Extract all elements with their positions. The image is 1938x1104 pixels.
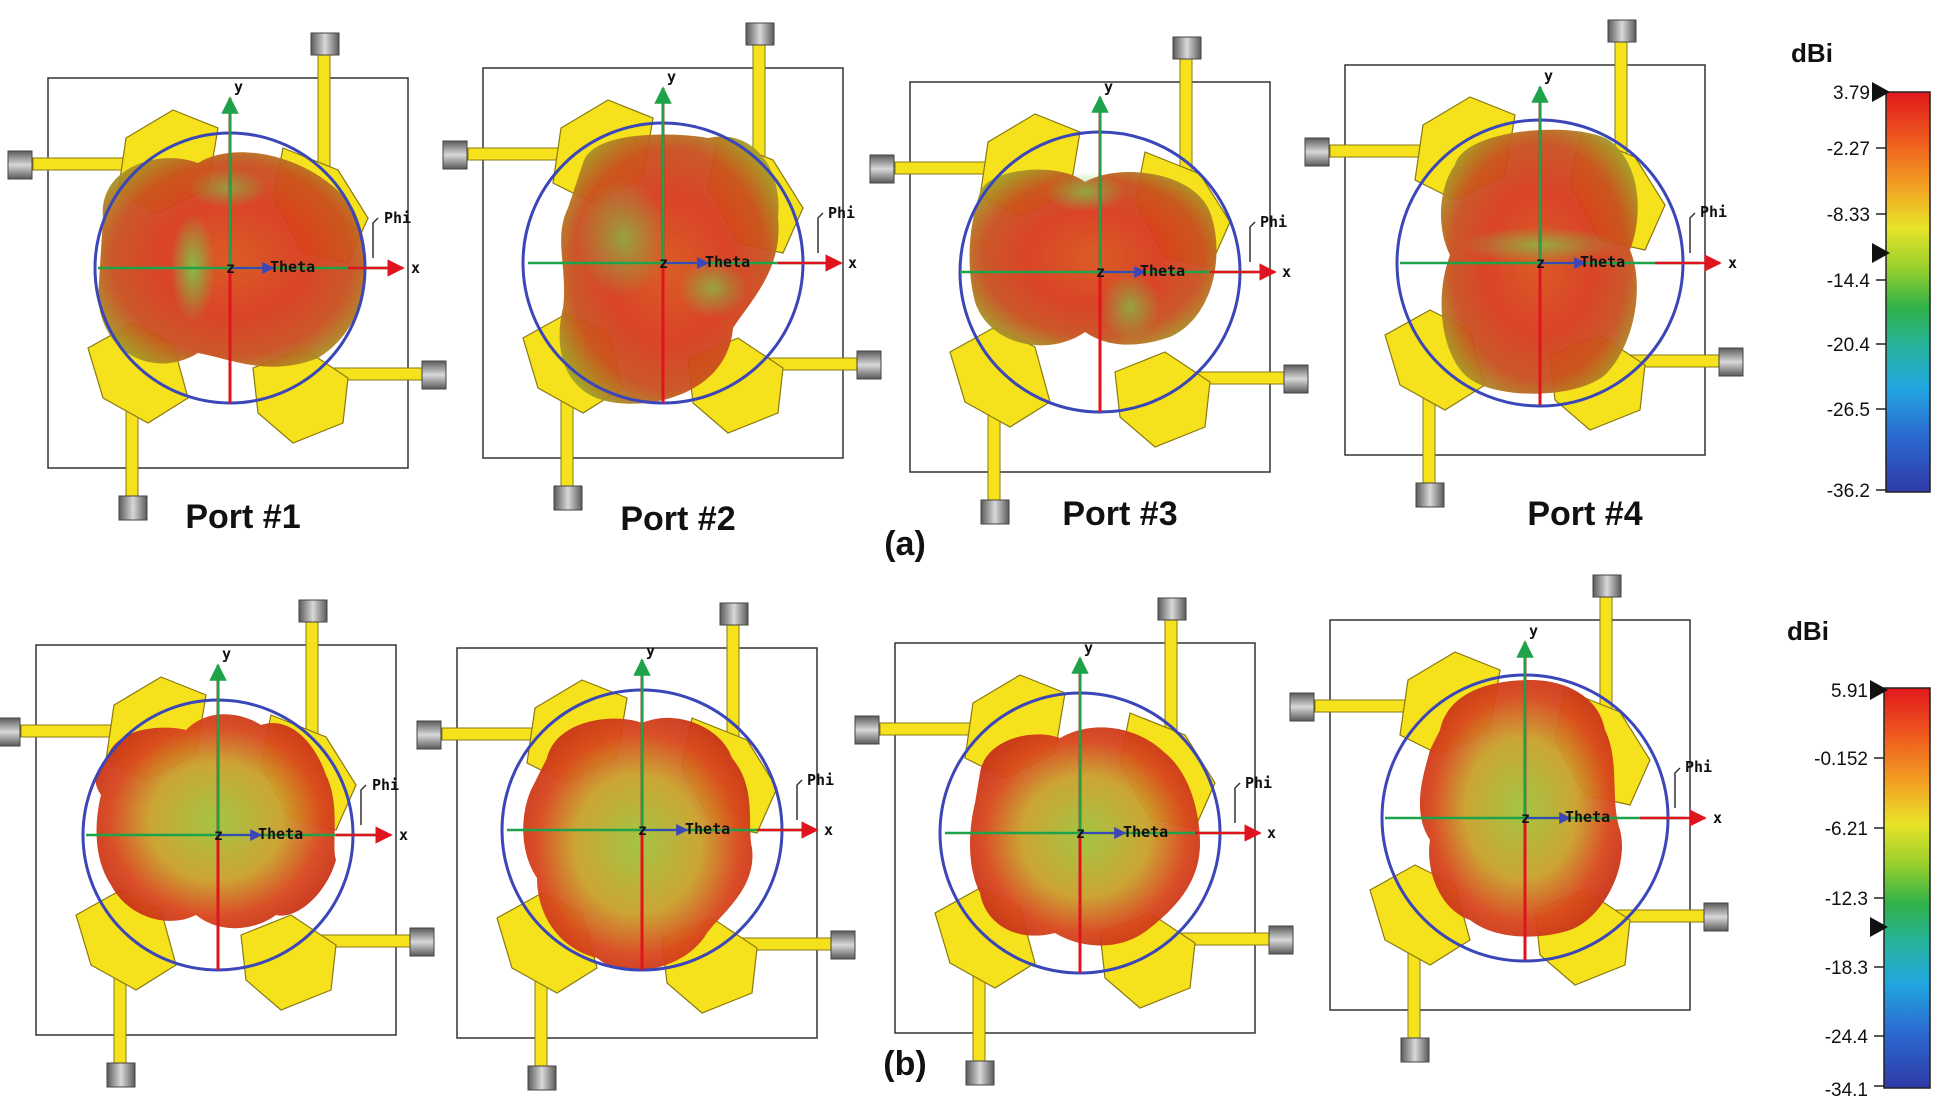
axis-y-label: y bbox=[1104, 78, 1113, 96]
phi-label: Phi bbox=[1245, 774, 1272, 792]
phi-label: Phi bbox=[384, 209, 411, 227]
theta-label: Theta bbox=[1123, 823, 1168, 841]
colorbar-b-tick: -24.4 bbox=[1825, 1027, 1869, 1048]
colorbar-b-tick: -18.3 bbox=[1825, 958, 1868, 979]
axis-x-label: x bbox=[1713, 809, 1722, 827]
radiation-lobe bbox=[523, 717, 753, 971]
theta-label: Theta bbox=[258, 825, 303, 843]
axis-z-label: z bbox=[638, 821, 647, 839]
colorbar-a-tick: -14.4 bbox=[1827, 271, 1871, 292]
panel-b4: y x z Theta Phi bbox=[1289, 574, 1729, 1063]
axis-x-label: x bbox=[411, 259, 420, 277]
phi-label: Phi bbox=[828, 204, 855, 222]
panel-b3: y x z Theta Phi bbox=[854, 597, 1294, 1086]
colorbar-a-tick: -8.33 bbox=[1827, 205, 1870, 226]
axis-y-label: y bbox=[667, 68, 676, 86]
axis-x-label: x bbox=[848, 254, 857, 272]
axis-z-label: z bbox=[1096, 263, 1105, 281]
theta-label: Theta bbox=[270, 258, 315, 276]
radiation-lobe bbox=[970, 727, 1200, 946]
theta-label: Theta bbox=[685, 820, 730, 838]
colorbar-a: dBi 3.79 -2.27 -8.33 -14.4 -20.4 -26.5 -… bbox=[1791, 38, 1931, 502]
panel-a2: y x z Theta Phi bbox=[442, 22, 882, 511]
colorbar-b-tick: 5.91 bbox=[1831, 681, 1868, 702]
axis-z-label: z bbox=[1076, 824, 1085, 842]
axis-x-label: x bbox=[824, 821, 833, 839]
colorbar-a-tick: -20.4 bbox=[1827, 335, 1871, 356]
colorbar-b: dBi 5.91 -0.152 -6.21 -12.3 -18.3 -24.4 … bbox=[1787, 616, 1931, 1101]
colorbar-b-tick: -12.3 bbox=[1825, 889, 1868, 910]
radiation-lobe bbox=[98, 152, 367, 367]
phi-label: Phi bbox=[372, 776, 399, 794]
row-b: y x z Theta Phi y x z Theta Phi bbox=[0, 574, 1931, 1101]
panel-a4: y x z Theta Phi bbox=[1304, 19, 1744, 508]
radiation-lobe bbox=[1419, 680, 1622, 937]
panel-a1: y x z Theta Phi bbox=[7, 32, 447, 521]
colorbar-b-tick: -0.152 bbox=[1814, 749, 1868, 770]
axis-y-label: y bbox=[1544, 67, 1553, 85]
subfigure-b-label: (b) bbox=[883, 1045, 926, 1083]
colorbar-a-tick: -2.27 bbox=[1827, 139, 1870, 160]
axis-z-label: z bbox=[1536, 254, 1545, 272]
axis-z-label: z bbox=[1521, 809, 1530, 827]
colorbar-b-unit: dBi bbox=[1787, 616, 1829, 646]
phi-label: Phi bbox=[807, 771, 834, 789]
axis-x-label: x bbox=[1267, 824, 1276, 842]
port-2-label: Port #2 bbox=[620, 500, 735, 538]
colorbar-a-tick: -26.5 bbox=[1827, 400, 1870, 421]
port-1-label: Port #1 bbox=[185, 498, 300, 536]
axis-z-label: z bbox=[659, 254, 668, 272]
axis-z-label: z bbox=[226, 259, 235, 277]
panel-b2: y x z Theta Phi bbox=[416, 602, 856, 1091]
phi-label: Phi bbox=[1685, 758, 1712, 776]
theta-label: Theta bbox=[1565, 808, 1610, 826]
colorbar-a-tick: 3.79 bbox=[1833, 83, 1870, 104]
axis-x-label: x bbox=[1728, 254, 1737, 272]
panel-b1: y x z Theta Phi bbox=[0, 599, 435, 1088]
phi-label: Phi bbox=[1260, 213, 1287, 231]
axis-x-label: x bbox=[399, 826, 408, 844]
subfigure-a-label: (a) bbox=[884, 525, 926, 563]
theta-label: Theta bbox=[705, 253, 750, 271]
axis-y-label: y bbox=[222, 645, 231, 663]
theta-label: Theta bbox=[1580, 253, 1625, 271]
axis-x-label: x bbox=[1282, 263, 1291, 281]
theta-label: Theta bbox=[1140, 262, 1185, 280]
port-3-label: Port #3 bbox=[1062, 495, 1177, 533]
phi-label: Phi bbox=[1700, 203, 1727, 221]
axis-y-label: y bbox=[1529, 622, 1538, 640]
panel-a3: y x z Theta Phi bbox=[869, 36, 1309, 525]
axis-z-label: z bbox=[214, 826, 223, 844]
colorbar-b-tick: -6.21 bbox=[1825, 819, 1868, 840]
axis-y-label: y bbox=[646, 642, 655, 660]
port-4-label: Port #4 bbox=[1527, 495, 1642, 533]
radiation-lobe bbox=[95, 714, 336, 929]
colorbar-b-tick: -34.1 bbox=[1825, 1080, 1868, 1101]
axis-y-label: y bbox=[1084, 639, 1093, 657]
colorbar-a-tick: -36.2 bbox=[1827, 481, 1870, 502]
colorbar-a-unit: dBi bbox=[1791, 38, 1833, 68]
axis-y-label: y bbox=[234, 78, 243, 96]
row-a: y x z Theta Phi Port #1 y x z Theta Phi bbox=[7, 19, 1931, 563]
